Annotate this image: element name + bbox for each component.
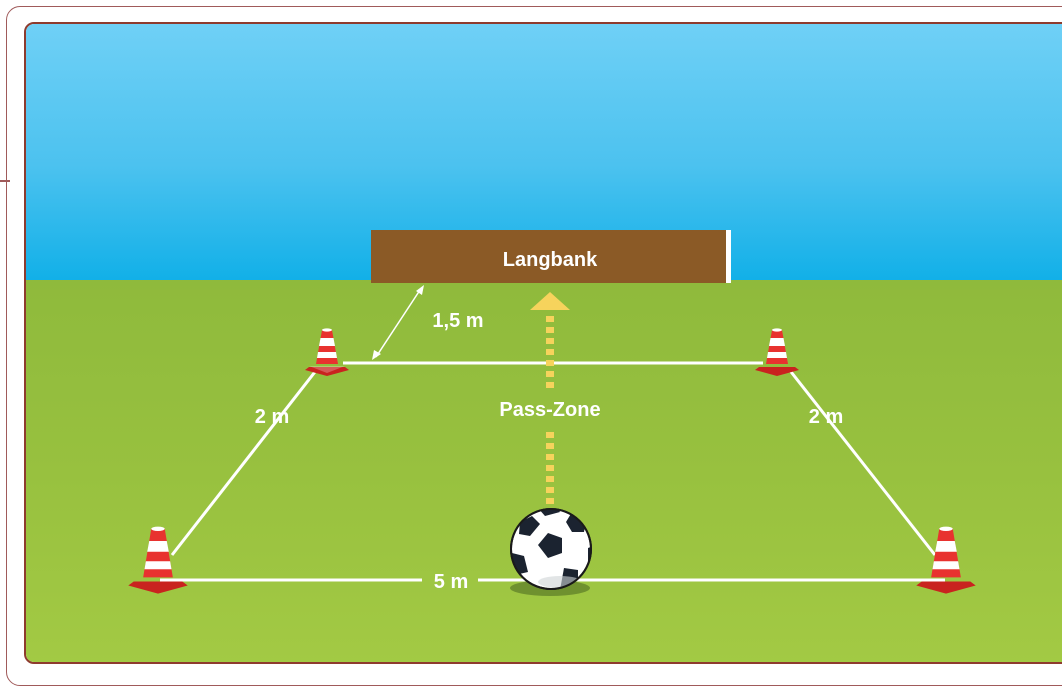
traffic-cone-icon bbox=[755, 328, 799, 376]
side-right-label: 2 m bbox=[809, 406, 843, 428]
bench-label: Langbank bbox=[503, 249, 598, 271]
arrowhead-top bbox=[416, 285, 424, 295]
side-tick bbox=[0, 180, 10, 182]
bench-body bbox=[371, 230, 729, 283]
distance-arrow bbox=[372, 285, 424, 360]
traffic-cone-icon bbox=[305, 328, 349, 376]
pass-zone-label: Pass-Zone bbox=[499, 399, 600, 421]
right-line bbox=[786, 367, 937, 556]
arrow-up-icon bbox=[530, 292, 570, 310]
pass-zone-arrow bbox=[530, 292, 570, 504]
base-label: 5 m bbox=[434, 571, 468, 593]
soccer-ball-icon bbox=[510, 508, 592, 590]
traffic-cone-icon bbox=[128, 526, 188, 594]
traffic-cone-icon bbox=[916, 526, 976, 594]
arrowhead-bottom bbox=[372, 350, 381, 360]
side-left-label: 2 m bbox=[255, 406, 289, 428]
grass-field bbox=[26, 280, 1062, 662]
distance-label: 1,5 m bbox=[432, 310, 483, 332]
bench-end bbox=[726, 230, 731, 283]
left-line bbox=[170, 367, 320, 556]
langbank-bench: Langbank bbox=[371, 230, 731, 283]
